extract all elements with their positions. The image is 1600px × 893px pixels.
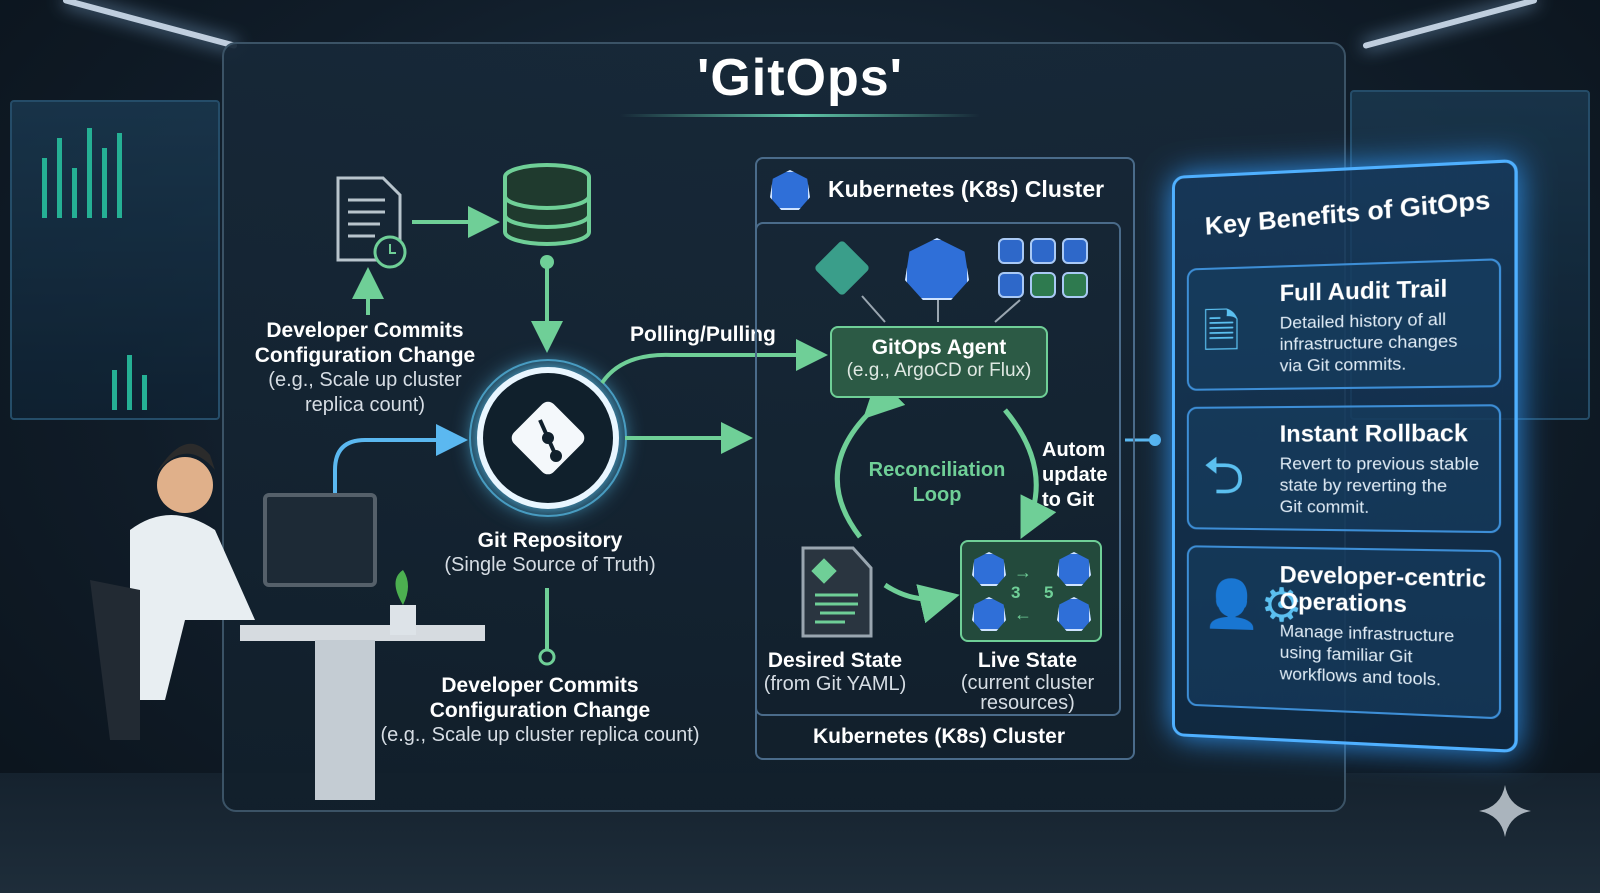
- doc-icon: [336, 176, 402, 262]
- label-note: (e.g., Scale up cluster: [268, 369, 462, 391]
- auto-line: Autom: [1042, 439, 1106, 461]
- agent-subtitle: (e.g., ArgoCD or Flux): [846, 360, 1032, 381]
- polling-label: Polling/Pulling: [630, 323, 776, 346]
- pod-icon: [1057, 552, 1091, 586]
- loop-line: Loop: [912, 484, 962, 506]
- label-title: Configuration Change: [429, 699, 651, 722]
- git-icon-small: [815, 241, 869, 295]
- benefits-panel: Key Benefits of GitOps 🗎 Full Audit Trai…: [1172, 158, 1518, 754]
- label-note: replica count): [304, 394, 426, 416]
- background-monitor: [10, 100, 220, 420]
- document-clock-icon: 🗎: [1202, 304, 1240, 358]
- pod-icon: [1062, 238, 1088, 264]
- developer-illustration: [90, 443, 485, 800]
- pod-icon: [972, 552, 1006, 586]
- gitops-agent-box: GitOps Agent (e.g., ArgoCD or Flux): [830, 326, 1048, 398]
- benefit-title: Full Audit Trail: [1279, 274, 1448, 307]
- label-title: Live State: [977, 649, 1078, 672]
- diagram-panel: [222, 42, 1346, 812]
- git-repository-label: Git Repository (Single Source of Truth): [420, 528, 680, 578]
- label-subtitle: (from Git YAML): [763, 673, 907, 695]
- reconciliation-loop-label: Reconciliation Loop: [862, 458, 1012, 508]
- benefit-card-audit: 🗎 Full Audit Trail Detailed history of a…: [1186, 258, 1502, 391]
- label-subtitle: (current cluster: [960, 672, 1095, 694]
- label-subtitle: (Single Source of Truth): [444, 554, 656, 576]
- label-title: Developer Commits: [266, 319, 464, 342]
- agent-title: GitOps Agent: [871, 336, 1007, 359]
- undo-arrow-icon: ⮌: [1202, 446, 1245, 506]
- pod-icon: [972, 597, 1006, 631]
- title-underline: [620, 114, 980, 117]
- pod-icon: [1030, 272, 1056, 298]
- label-title: Configuration Change: [254, 344, 476, 367]
- benefit-title: Instant Rollback: [1279, 419, 1468, 447]
- arrow-left-icon: ←: [1014, 604, 1032, 624]
- replica-from: 3: [1011, 583, 1021, 602]
- replica-to: 5: [1044, 583, 1054, 602]
- developer-commits-bottom: Developer Commits Configuration Change (…: [370, 673, 710, 748]
- benefit-card-rollback: ⮌ Instant Rollback Revert to previous st…: [1186, 404, 1502, 534]
- desired-state-doc-icon: [801, 546, 873, 638]
- pod-icon: [998, 272, 1024, 298]
- label-title: Desired State: [767, 649, 903, 672]
- pod-icon: [1062, 272, 1088, 298]
- label-title: Git Repository: [477, 529, 623, 552]
- auto-line: to Git: [1042, 489, 1095, 511]
- pod-icon: [998, 238, 1024, 264]
- live-state-box: → ← 3 5: [960, 540, 1102, 642]
- k8s-footer: Kubernetes (K8s) Cluster: [812, 725, 1066, 748]
- arrow-right-icon: →: [1014, 562, 1032, 582]
- live-state-label: Live State (current cluster resources): [945, 648, 1110, 713]
- label-title: Developer Commits: [441, 674, 639, 697]
- desired-state-label: Desired State (from Git YAML): [755, 648, 915, 695]
- developer-commits-top: Developer Commits Configuration Change (…: [245, 318, 485, 418]
- auto-update-label: Autom update to Git: [1042, 438, 1108, 513]
- loop-line: Reconciliation: [868, 459, 1006, 481]
- database-icon: [503, 163, 591, 246]
- k8s-header: Kubernetes (K8s) Cluster: [828, 176, 1105, 202]
- benefits-title: Key Benefits of GitOps: [1204, 185, 1491, 241]
- label-note: (e.g., Scale up cluster replica count): [380, 724, 700, 746]
- page-title: 'GitOps': [696, 49, 904, 107]
- k8s-cluster-inner: [755, 222, 1121, 716]
- sparkle-icon: [1479, 785, 1531, 837]
- label-subtitle: resources): [980, 692, 1075, 714]
- auto-line: update: [1042, 464, 1108, 486]
- pod-icon: [1030, 238, 1056, 264]
- pod-icon: [1057, 597, 1091, 631]
